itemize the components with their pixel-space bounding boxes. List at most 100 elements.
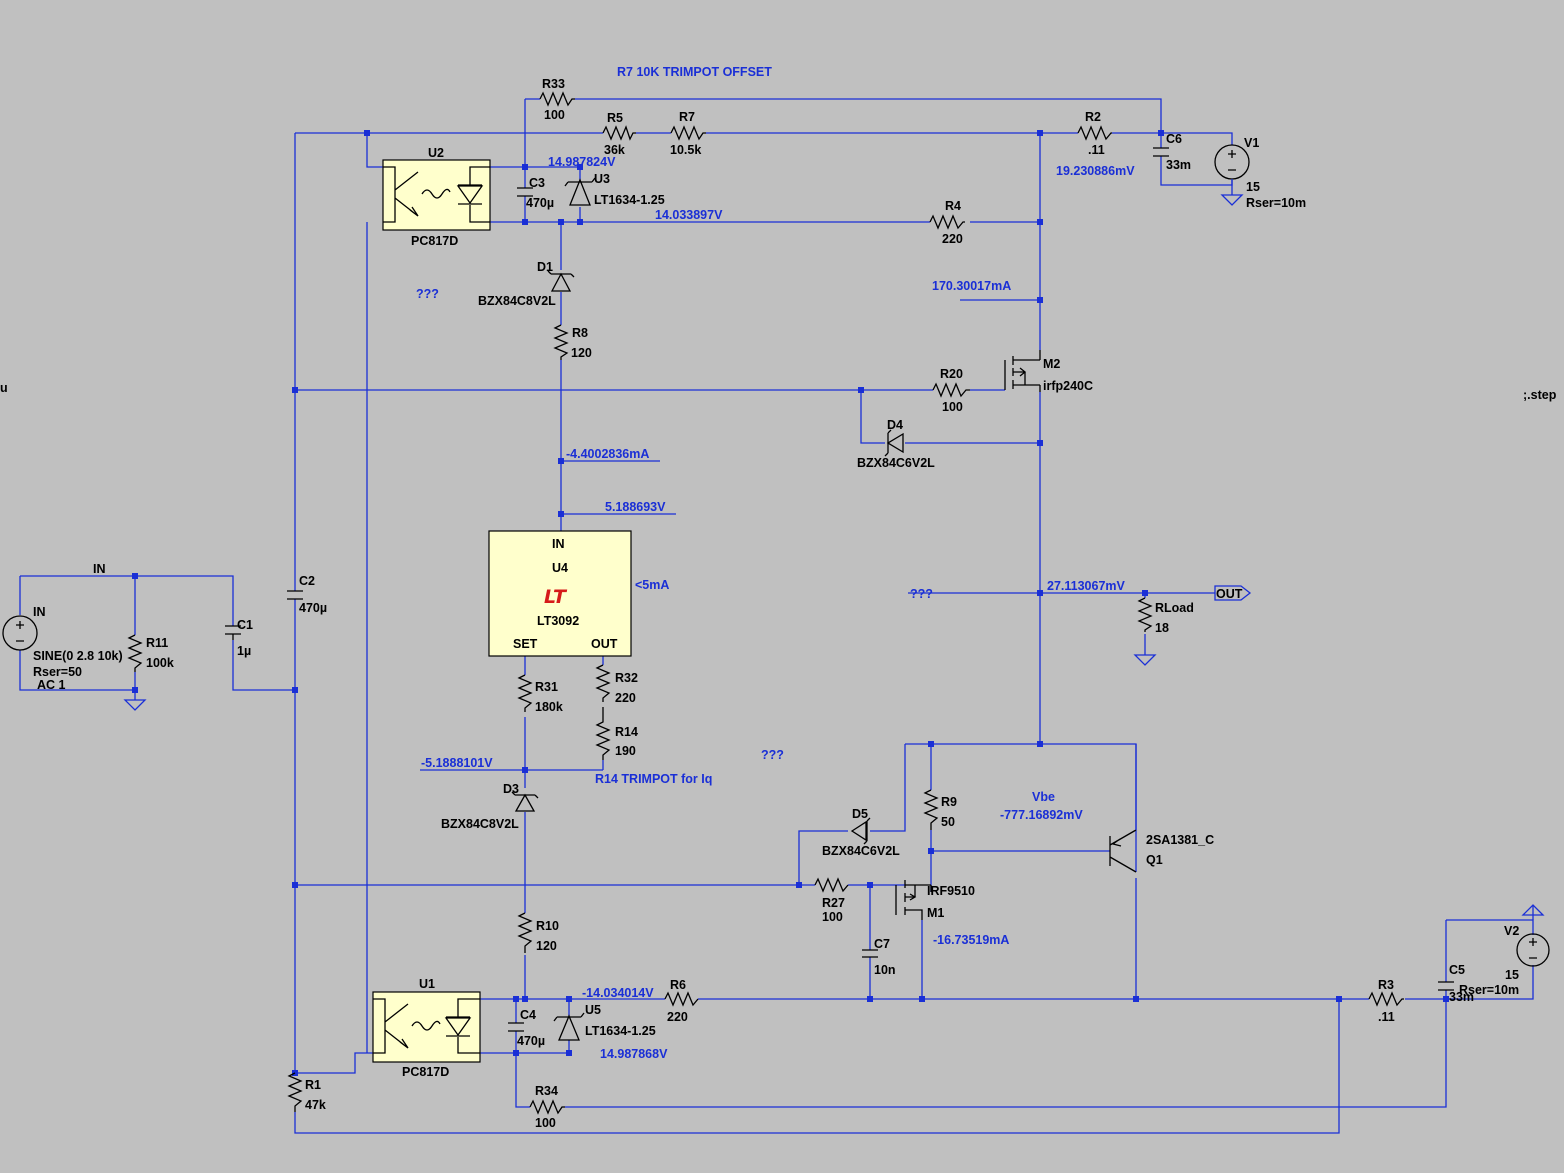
r11-ref: R11 — [146, 636, 168, 650]
resistor-r6[interactable]: R6 220 — [664, 978, 699, 1024]
r7-trimpot-note: R7 10K TRIMPOT OFFSET — [617, 65, 772, 79]
r5-ref: R5 — [607, 111, 623, 125]
r33-value: 100 — [544, 108, 565, 122]
resistor-r10[interactable]: R10 120 — [517, 912, 559, 953]
m1-ref: M1 — [927, 906, 944, 920]
r1-ref: R1 — [305, 1078, 321, 1092]
r8-ref: R8 — [572, 326, 588, 340]
r10-ref: R10 — [536, 919, 559, 933]
r1-value: 47k — [305, 1098, 326, 1112]
resistor-r8[interactable]: R8 120 — [553, 324, 592, 360]
r6-ref: R6 — [670, 978, 686, 992]
capacitor-c3[interactable]: C3 470µ — [517, 176, 554, 210]
resistor-r2[interactable]: R2 .11 — [1077, 110, 1112, 157]
resistor-r32[interactable]: R32 220 — [595, 664, 638, 760]
c4-value: 470µ — [517, 1034, 545, 1048]
v1-ref: V1 — [1244, 136, 1259, 150]
mosfet-m2[interactable]: M2 irfp240C — [1004, 350, 1093, 393]
d1-ref: D1 — [537, 260, 553, 274]
r14-trimpot-note: R14 TRIMPOT for Iq — [595, 772, 712, 786]
zener-d5[interactable]: D5 BZX84C6V2L — [822, 807, 900, 858]
readout-set-voltage: -5.1888101V — [421, 756, 493, 770]
resistor-r7[interactable]: R7 10.5k — [670, 110, 706, 157]
resistor-r11[interactable]: R11 100k — [127, 634, 174, 672]
r9-ref: R9 — [941, 795, 957, 809]
d5-value: BZX84C6V2L — [822, 844, 900, 858]
c3-value: 470µ — [526, 196, 554, 210]
resistor-r3[interactable]: R3 .11 — [1368, 978, 1404, 1024]
c2-value: 470µ — [299, 601, 327, 615]
zener-d4[interactable]: D4 BZX84C6V2L — [857, 418, 935, 470]
resistor-r33[interactable]: R33 100 — [539, 77, 575, 122]
u2-value: PC817D — [411, 234, 458, 248]
unknown-probe-2: ??? — [910, 587, 933, 601]
capacitor-c5[interactable]: C5 33m — [1438, 963, 1474, 1004]
q1-ref: Q1 — [1146, 853, 1163, 867]
d5-ref: D5 — [852, 807, 868, 821]
capacitor-c2[interactable]: C2 470µ — [287, 574, 327, 615]
zener-d3[interactable]: D3 BZX84C8V2L — [441, 782, 539, 831]
c7-ref: C7 — [874, 937, 890, 951]
m2-value: irfp240C — [1043, 379, 1093, 393]
c1-value: 1µ — [237, 644, 251, 658]
wires — [19, 98, 1534, 1134]
u3-ref: U3 — [594, 172, 610, 186]
bjt-q1[interactable]: 2SA1381_C Q1 — [1109, 744, 1214, 873]
resistor-r34[interactable]: R34 100 — [529, 1084, 565, 1130]
source-v1[interactable]: V1 15 Rser=10m — [1214, 136, 1306, 210]
capacitor-c4[interactable]: C4 470µ — [508, 1008, 545, 1048]
u4-value: LT3092 — [537, 614, 579, 628]
resistor-r20[interactable]: R20 100 — [932, 367, 970, 414]
r34-ref: R34 — [535, 1084, 558, 1098]
u1-ref: U1 — [419, 977, 435, 991]
source-in[interactable]: IN SINE(0 2.8 10k) Rser=50 AC 1 — [2, 605, 123, 692]
r32-ref: R32 — [615, 671, 638, 685]
c6-value: 33m — [1166, 158, 1191, 172]
u4-pin-out: OUT — [591, 637, 618, 651]
resistor-rload[interactable]: RLoad 18 — [1137, 597, 1194, 635]
resistor-r1[interactable]: R1 47k — [287, 1072, 326, 1112]
resistor-r4[interactable]: R4 220 — [929, 199, 965, 246]
resistor-r9[interactable]: R9 50 — [923, 789, 957, 830]
mosfet-m1[interactable]: IRF9510 M1 — [895, 880, 975, 920]
u2-ref: U2 — [428, 146, 444, 160]
unknown-probe-1: ??? — [416, 287, 439, 301]
r7-value: 10.5k — [670, 143, 701, 157]
r7-ref: R7 — [679, 110, 695, 124]
source-v2[interactable]: V2 15 Rser=10m — [1459, 904, 1550, 997]
readout-ref-voltage: 14.033897V — [655, 208, 723, 222]
u4-pin-in: IN — [552, 537, 565, 551]
readout-r8-current: -4.4002836mA — [566, 447, 649, 461]
resistor-r5[interactable]: R5 36k — [602, 111, 636, 157]
optocoupler-u2[interactable]: U2 PC817D — [382, 146, 491, 248]
r3-value: .11 — [1378, 1010, 1395, 1024]
r14-ref: R14 — [615, 725, 638, 739]
resistor-r31[interactable]: R31 180k — [517, 674, 563, 714]
r14-value: 190 — [615, 744, 636, 758]
r8-value: 120 — [571, 346, 592, 360]
lt-logo-icon: LT — [544, 586, 568, 608]
step-directive[interactable]: ;.step — [1523, 388, 1557, 402]
out-port-label: OUT — [1216, 587, 1243, 601]
capacitor-c7[interactable]: C7 10n — [862, 937, 896, 977]
reference-u5[interactable]: U5 LT1634-1.25 — [553, 1003, 656, 1041]
capacitor-c1[interactable]: C1 1µ — [225, 618, 253, 658]
regulator-u4[interactable]: IN U4 LT LT3092 SET OUT — [488, 530, 632, 657]
out-port-flag[interactable]: OUT — [1214, 585, 1252, 601]
resistor-r14[interactable]: R14 190 — [615, 725, 638, 758]
d4-value: BZX84C6V2L — [857, 456, 935, 470]
r4-value: 220 — [942, 232, 963, 246]
r20-value: 100 — [942, 400, 963, 414]
reference-u3[interactable]: U3 LT1634-1.25 — [564, 172, 665, 207]
d4-ref: D4 — [887, 418, 903, 432]
r2-value: .11 — [1088, 143, 1105, 157]
capacitor-c6[interactable]: C6 33m — [1153, 132, 1191, 172]
resistor-r27[interactable]: R27 100 — [814, 877, 849, 924]
optocoupler-u1[interactable]: U1 PC817D — [372, 977, 481, 1079]
r31-value: 180k — [535, 700, 563, 714]
d3-ref: D3 — [503, 782, 519, 796]
readout-r6-voltage: -14.034014V — [582, 986, 654, 1000]
r27-ref: R27 — [822, 896, 845, 910]
zener-d1[interactable]: D1 BZX84C8V2L — [478, 260, 575, 308]
